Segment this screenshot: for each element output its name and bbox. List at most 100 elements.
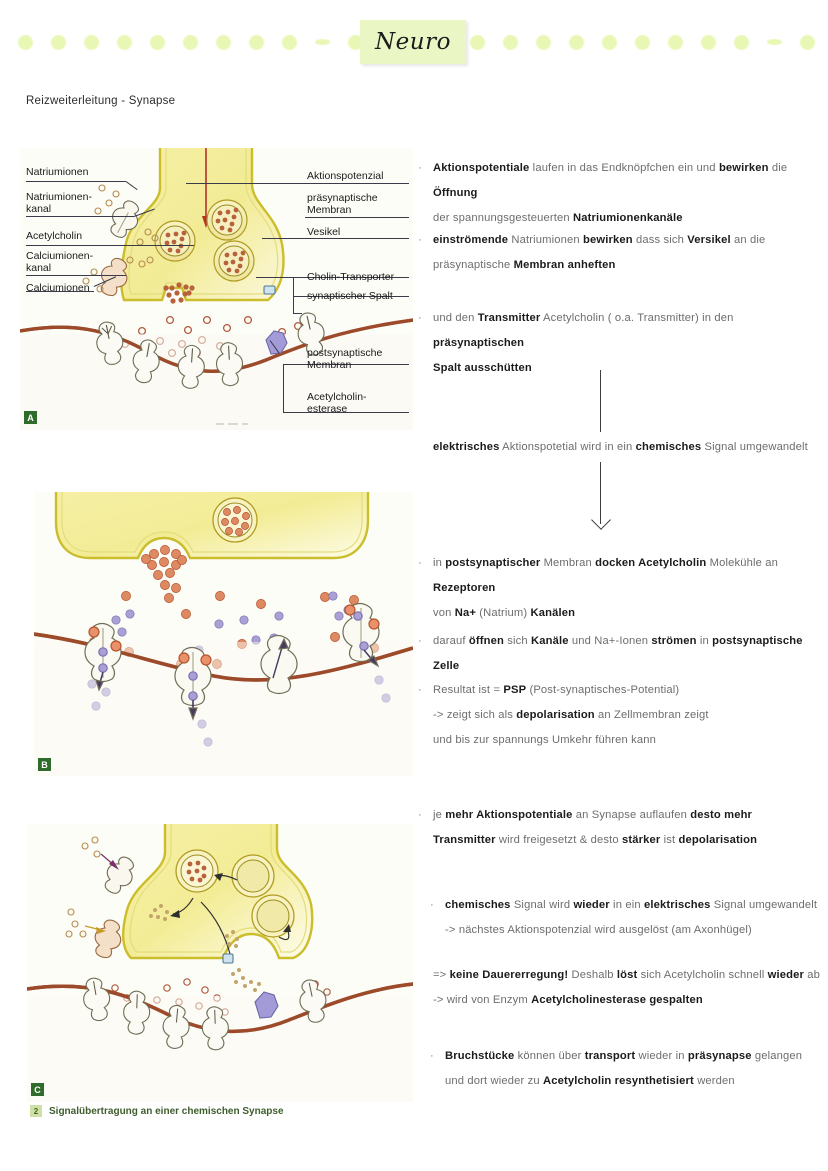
note-line: Resultat ist = PSP (Post-synaptisches-Po… <box>433 684 680 696</box>
note-item: ·Bruchstücke können über transport wiede… <box>430 1044 828 1094</box>
note-bullet: · <box>418 635 422 647</box>
label-postsynaptische-membran: postsynaptische Membran <box>307 347 383 371</box>
decorative-dot <box>315 39 330 45</box>
leader-enzyme-tick-a <box>283 364 306 365</box>
flow-line-1 <box>600 370 601 432</box>
note-item: · chemisches Signal wird wieder in ein el… <box>430 893 828 943</box>
note-line: Bruchstücke können über transport wieder… <box>445 1050 803 1062</box>
note-line: -> zeigt sich als depolarisation an Zell… <box>433 709 709 721</box>
leader-aktionspotenzial-2 <box>305 183 409 184</box>
note-line: darauf öffnen sich Kanäle und Na+-Ionen … <box>433 635 803 672</box>
decorative-dot <box>800 34 815 50</box>
note-bullet: · <box>418 557 422 569</box>
bracket-bottom-tick <box>293 313 302 314</box>
decorative-dot <box>536 34 551 50</box>
leader-synaptischer-spalt <box>293 296 409 297</box>
note-line: präsynaptische Membran anheften <box>433 259 616 271</box>
decorative-dot <box>569 34 584 50</box>
note-transition: elektrisches Aktionspotetial wird in ein… <box>433 435 825 460</box>
leader-aktionspotenzial <box>186 183 308 184</box>
note-item: ·einströmende Natriumionen bewirken dass… <box>418 228 823 278</box>
figure-b-badge: B <box>38 758 51 771</box>
note-line: Spalt ausschütten <box>433 362 532 374</box>
note-bullet: · <box>418 809 422 821</box>
flow-arrowhead-2 <box>591 510 611 530</box>
note-line: Aktionspotentiale laufen in das Endknöpf… <box>433 162 788 199</box>
note-line: chemisches Signal wird wieder in ein ele… <box>445 899 818 911</box>
decorative-dot <box>767 39 782 45</box>
leader-natriumionen <box>26 181 126 182</box>
caption-text: Signalübertragung an einer chemischen Sy… <box>49 1105 284 1117</box>
leader-enzyme-vertical <box>283 364 284 412</box>
decorative-dot-row-left <box>18 31 381 53</box>
page-title: Neuro <box>375 29 451 55</box>
label-acetylcholin: Acetylcholin <box>26 230 83 242</box>
figure-a-badge: A <box>24 411 37 424</box>
note-item: · in postsynaptischer Membran docken Acet… <box>418 551 825 626</box>
figure-b-illustration <box>34 492 413 776</box>
figure-c-illustration <box>27 824 413 1102</box>
decorative-dot <box>183 34 198 50</box>
decorative-dot <box>503 34 518 50</box>
note-line: in postsynaptischer Membran docken Acety… <box>433 557 778 594</box>
note-line: -> wird von Enzym Acetylcholinesterase g… <box>433 994 703 1006</box>
note-bullet: · <box>418 162 422 174</box>
title-card: Neuro <box>360 20 466 64</box>
note-bullet: · <box>418 312 422 324</box>
header-banner: Neuro <box>0 0 828 80</box>
note-line: und bis zur spannungs Umkehr führen kann <box>433 734 657 746</box>
label-synaptischer-spalt: synaptischer Spalt <box>307 290 393 302</box>
note-item: · Aktionspotentiale laufen in das Endknöp… <box>418 156 823 231</box>
decorative-dot <box>734 34 749 50</box>
flow-line-2 <box>600 462 601 524</box>
decorative-dot <box>282 34 297 50</box>
note-line: je mehr Aktionspotentiale an Synapse auf… <box>433 809 753 821</box>
leader-postsynaptische-membran <box>305 364 409 365</box>
note-line: => keine Dauererregung! Deshalb löst sic… <box>433 969 821 981</box>
section-title: Reizweiterleitung - Synapse <box>26 95 176 107</box>
note-bullet: · <box>430 899 434 911</box>
leader-calciumionen <box>26 291 94 292</box>
decorative-dot <box>635 34 650 50</box>
label-praesynaptische-membran: präsynaptische Membran <box>307 192 378 216</box>
decorative-dot <box>470 34 485 50</box>
leader-praesynaptische-membran <box>305 217 409 218</box>
note-line: elektrisches Aktionspotetial wird in ein… <box>433 441 808 453</box>
note-line: der spannungsgesteuerten Natriumionenkan… <box>433 212 683 224</box>
label-calciumionenkanal: Calciumionen- kanal <box>26 250 94 274</box>
figure-a-synapse-release: A <box>20 148 413 430</box>
leader-enzyme-tick-b <box>283 412 306 413</box>
leader-acetylcholinesterase <box>305 412 409 413</box>
note-item: · je mehr Aktionspotentiale an Synapse au… <box>418 803 825 853</box>
decorative-dot <box>348 34 363 50</box>
leader-acetylcholin <box>26 245 194 246</box>
bracket-synaptischer-spalt <box>293 277 294 314</box>
caption-badge: 2 <box>30 1105 42 1117</box>
note-bullet: · <box>418 234 422 246</box>
note-item: ·Resultat ist = PSP (Post-synaptisches-P… <box>418 678 825 753</box>
decorative-dot <box>602 34 617 50</box>
figure-c-recycling: C <box>27 824 413 1102</box>
note-line: von Na+ (Natrium) Kanälen <box>433 607 576 619</box>
label-vesikel: Vesikel <box>307 226 341 238</box>
note-line: und den Transmitter Acetylcholin ( o.a. … <box>433 312 734 349</box>
label-acetylcholinesterase: Acetylcholin- esterase <box>307 391 367 415</box>
note-item: => keine Dauererregung! Deshalb löst sic… <box>433 963 825 1013</box>
decorative-dot <box>51 34 66 50</box>
note-item: · und den Transmitter Acetylcholin ( o.a.… <box>418 306 825 381</box>
decorative-dot <box>117 34 132 50</box>
decorative-dot <box>84 34 99 50</box>
note-line: Transmitter wird freigesetzt & desto stä… <box>433 834 758 846</box>
label-aktionspotenzial: Aktionspotenzial <box>307 170 384 182</box>
label-calciumionen: Calciumionen <box>26 282 90 294</box>
label-cholin-transporter: Cholin-Transporter <box>307 271 395 283</box>
decorative-dot <box>701 34 716 50</box>
decorative-dot <box>216 34 231 50</box>
note-line: und dort wieder zu Acetylcholin resynthe… <box>445 1075 735 1087</box>
label-natriumionen: Natriumionen <box>26 166 89 178</box>
leader-vesikel <box>262 238 409 239</box>
figure-caption: 2 Signalübertragung an einer chemischen … <box>30 1105 284 1117</box>
leader-calciumionenkanal <box>26 275 126 276</box>
figure-b-receptor-binding: B <box>34 492 413 776</box>
